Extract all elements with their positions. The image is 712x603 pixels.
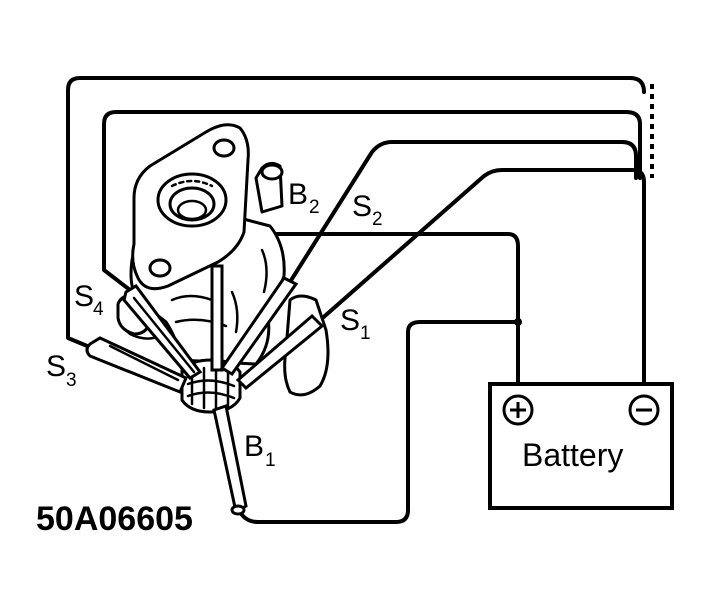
probe-s4 [122,284,203,380]
wire-s1-to-negative [316,168,646,386]
figure-code: 50A06605 [36,500,193,538]
battery-label: Battery [522,437,623,473]
label-b2-subscript: 2 [309,197,320,218]
label-s4-subscript: 4 [93,299,104,320]
label-s3: S [46,350,66,383]
label-b1: B [244,430,264,463]
probe-s2 [219,276,299,377]
probe-s1 [235,313,325,391]
wire-b1-to-positive [238,318,522,524]
battery: Battery [488,382,674,510]
plus-circle-icon [502,394,534,426]
minus-circle-icon [628,394,660,426]
label-b2: B [288,178,308,211]
label-s2-subscript: 2 [372,209,383,230]
label-s3-subscript: 3 [66,370,77,391]
label-s2: S [352,190,372,223]
probe-s3 [85,336,188,394]
label-s1-subscript: 1 [360,323,371,344]
wire-s3-to-negative [66,76,654,350]
label-s1: S [340,304,360,337]
label-b1-subscript: 1 [265,450,276,471]
label-s4: S [74,280,94,313]
wire-s4-to-negative [102,110,642,292]
wire-s2-to-negative [288,140,638,284]
probe-b1 [212,404,248,516]
probe-b2 [210,264,224,372]
